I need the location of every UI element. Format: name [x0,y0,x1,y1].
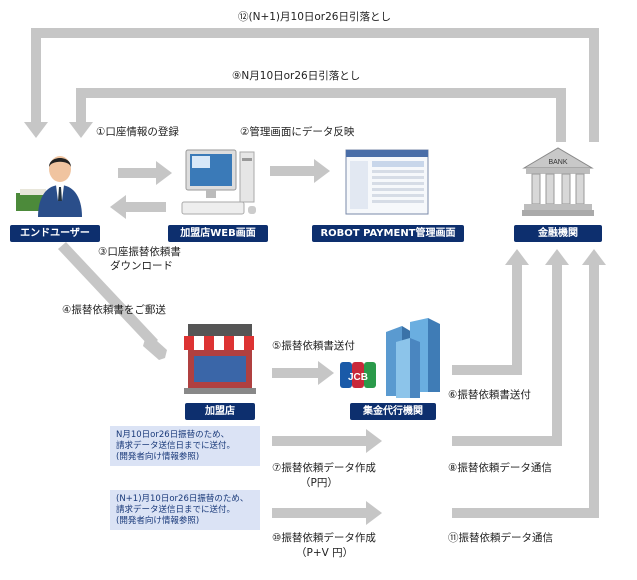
label-flow-5: ⑤振替依頼書送付 [272,340,355,352]
arrow-12-top [31,28,599,38]
bank-icon: BANK [522,147,594,216]
building-icon [386,318,440,398]
note-n-month-line3: (開発者向け情報参照) [116,452,200,462]
arrow-12-up [589,28,599,142]
arrow-12-head [24,122,48,138]
arrow-9-head [69,122,93,138]
arrow-12-down [31,28,41,125]
jcb-text: JCB [348,372,368,383]
store-label: 加盟店 [185,403,255,420]
bank-label: 金融機関 [514,225,602,242]
arrow-8 [452,436,560,446]
note-n1-month-line1: (N+1)月10日or26日振替のため、 [116,494,249,504]
label-flow-11: ⑪振替依頼データ通信 [448,532,553,544]
note-n-month: N月10日or26日振替のため、 請求データ送信日までに送付。 (開発者向け情報… [110,426,260,466]
label-flow-8: ⑧振替依頼データ通信 [448,462,552,474]
note-n1-month: (N+1)月10日or26日振替のため、 請求データ送信日までに送付。 (開発者… [110,490,260,530]
arrow-9-top [76,88,566,98]
arrow-6 [452,365,522,375]
label-flow-9: ⑨N月10日or26日引落とし [232,70,361,82]
computer-icon [181,149,256,215]
arrow-5 [272,368,320,378]
label-flow-7-line1: ⑦振替依頼データ作成 [272,462,376,474]
arrow-11 [452,508,597,518]
label-flow-4: ④振替依頼書をご郵送 [62,304,166,316]
arrow-9-up [556,88,566,142]
label-flow-2: ②管理画面にデータ反映 [240,126,355,138]
arrow-4 [58,242,158,347]
note-n-month-line2: 請求データ送信日までに送付。 [116,441,236,451]
bank-sign: BANK [548,159,567,166]
arrow-3 [124,202,166,212]
arrow-2 [270,166,316,176]
robot-payment-label: ROBOT PAYMENT管理画面 [312,225,464,242]
store-icon [184,324,256,394]
note-n1-month-line3: (開発者向け情報参照) [116,516,200,526]
jcb-logo: JCB [340,362,376,388]
arrow-9-down [76,88,86,125]
label-flow-3-line1: ③口座振替依頼書 [98,246,181,258]
web-screen-label: 加盟店WEB画面 [168,225,268,242]
arrow-7 [272,436,368,446]
label-flow-1: ①口座情報の登録 [96,126,179,138]
label-flow-7-line2: （P円） [300,477,338,489]
collection-agency-label: 集金代行機関 [350,403,436,420]
arrow-1 [118,168,158,178]
collection-agency-icon: JCB [340,318,440,398]
label-flow-3-line2: ダウンロード [110,260,173,272]
end-user-icon [16,156,82,217]
admin-screen-icon [345,149,429,215]
note-n1-month-line2: 請求データ送信日までに送付。 [116,505,236,515]
label-flow-12: ⑫(N+1)月10日or26日引落とし [238,11,391,23]
label-flow-10-line2: （P+V 円） [296,547,354,559]
label-flow-10-line1: ⑩振替依頼データ作成 [272,532,376,544]
label-flow-6: ⑥振替依頼書送付 [448,389,531,401]
end-user-label: エンドユーザー [10,225,100,242]
arrow-10 [272,508,368,518]
note-n-month-line1: N月10日or26日振替のため、 [116,430,230,440]
